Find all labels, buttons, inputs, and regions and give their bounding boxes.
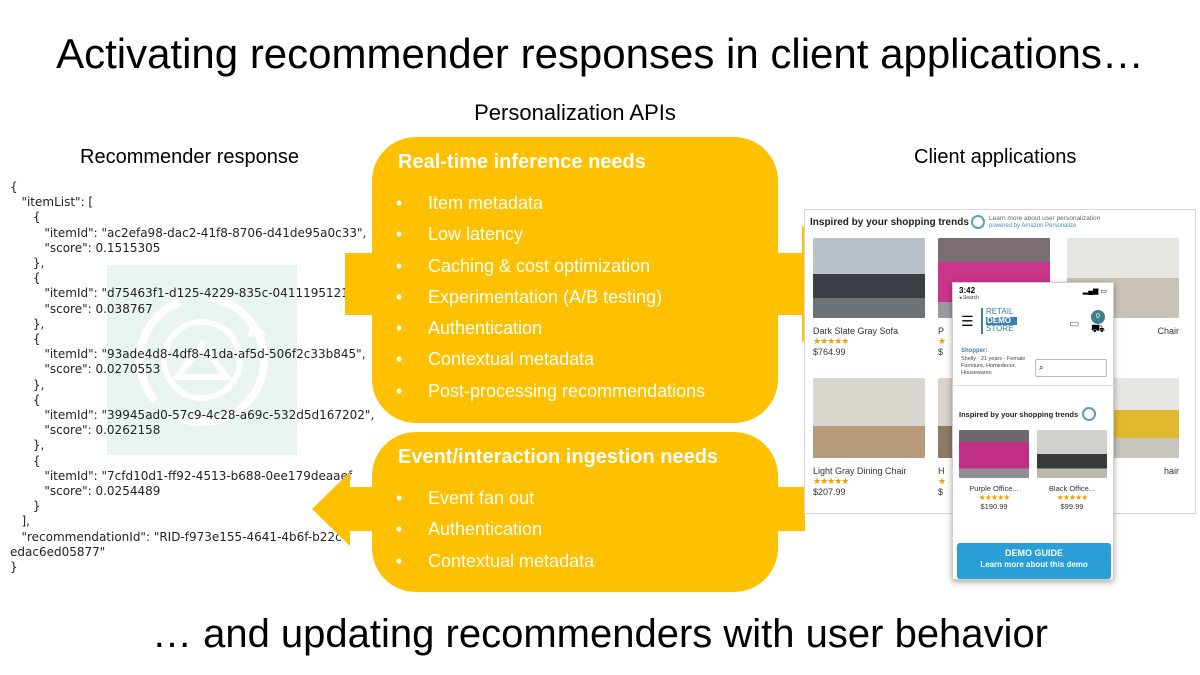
product-card[interactable]: Dark Slate Gray Sofa ★★★★★ $764.99	[813, 238, 925, 357]
product-card[interactable]: Light Gray Dining Chair ★★★★★ $207.99	[813, 378, 925, 497]
list-item: •Experimentation (A/B testing)	[396, 286, 663, 307]
shopper-description: Shelly - 21 years - Female Furniture, Ho…	[961, 356, 1026, 376]
personalize-logo-icon	[136, 294, 268, 426]
personalization-apis-label: Personalization APIs	[474, 100, 676, 125]
search-icon: ⌕	[1039, 363, 1044, 372]
slide-title: Activating recommender responses in clie…	[56, 30, 1144, 77]
list-item: •Event fan out	[396, 488, 535, 508]
shopper-label: Shopper:	[961, 348, 988, 354]
cart-count-badge: 0	[1091, 310, 1105, 324]
mobile-client-screenshot: 3:42 ◂ Search ▂▄▆ ▭ ☰ RETAIL DEMO STORE …	[952, 282, 1115, 580]
hamburger-menu-icon[interactable]: ☰	[961, 313, 974, 329]
personalize-watermark	[107, 265, 297, 455]
list-item: •Post-processing recommendations	[396, 380, 706, 401]
cart-icon[interactable]: ⛟	[1091, 323, 1105, 335]
back-to-search[interactable]: ◂ Search	[959, 295, 979, 301]
list-item: •Contextual metadata	[396, 349, 595, 370]
list-item: •Item metadata	[396, 193, 544, 213]
search-input[interactable]: ⌕	[1035, 359, 1107, 377]
realtime-heading: Real-time inference needs	[398, 151, 646, 173]
personalize-icon	[1082, 407, 1096, 421]
product-image	[813, 238, 925, 318]
event-ingestion-box: Event/interaction ingestion needs •Event…	[372, 432, 778, 592]
slide-footer: … and updating recommenders with user be…	[151, 612, 1049, 656]
product-image	[1037, 430, 1107, 478]
list-item: •Authentication	[396, 519, 543, 540]
status-time: 3:42	[959, 286, 976, 295]
powered-by-text: powered by Amazon Personalize	[989, 223, 1077, 229]
recommender-response-label: Recommender response	[80, 146, 299, 168]
realtime-list: •Item metadata •Low latency •Caching & c…	[396, 188, 778, 407]
desktop-section-title: Inspired by your shopping trends	[810, 217, 969, 228]
demo-guide-button[interactable]: DEMO GUIDE Learn more about this demo	[957, 543, 1111, 579]
product-image	[959, 430, 1029, 478]
product-card[interactable]: Black Office... ★★★★★ $99.99	[1037, 430, 1107, 511]
phone-section-title: Inspired by your shopping trends	[959, 410, 1079, 419]
chat-icon[interactable]: ▭	[1069, 318, 1080, 330]
product-card[interactable]: Purple Office... ★★★★★ $190.99	[959, 430, 1029, 511]
recommender-response-json: { "itemList": [ { "itemId": "ac2efa98-da…	[10, 180, 375, 575]
client-applications-label: Client applications	[914, 146, 1077, 168]
retail-demo-store-logo[interactable]: RETAIL DEMO STORE	[981, 307, 1017, 334]
list-item: •Contextual metadata	[396, 550, 595, 571]
ingest-heading: Event/interaction ingestion needs	[398, 446, 719, 468]
learn-more-link[interactable]: Learn more about user personalization	[989, 215, 1101, 222]
list-item: •Caching & cost optimization	[396, 255, 651, 276]
realtime-inference-box: Real-time inference needs •Item metadata…	[372, 137, 778, 423]
signal-battery-icon: ▂▄▆ ▭	[1082, 288, 1107, 295]
list-item: •Authentication	[396, 318, 543, 339]
ingest-list: •Event fan out •Authentication •Contextu…	[396, 483, 778, 577]
list-item: •Low latency	[396, 224, 524, 245]
product-image	[813, 378, 925, 458]
personalize-icon	[971, 215, 985, 229]
